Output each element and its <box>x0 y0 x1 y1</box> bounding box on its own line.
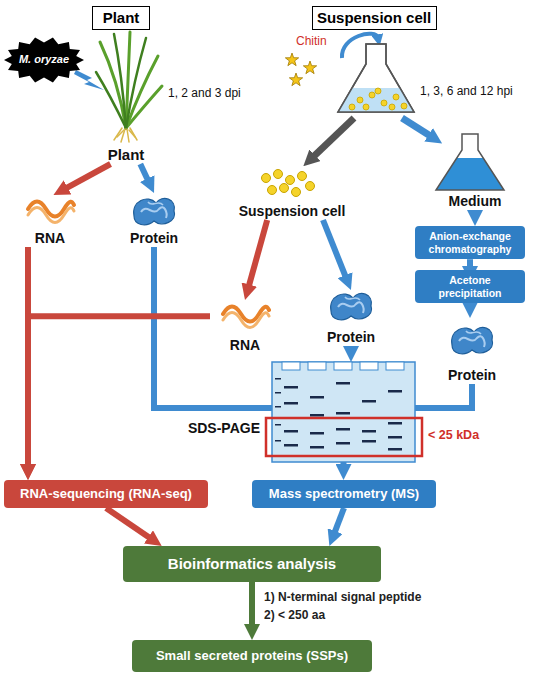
node-text: Mass spectrometry (MS) <box>269 486 419 502</box>
node-text: Protein <box>327 329 375 346</box>
flow-arrow <box>154 247 272 408</box>
time-label: 1, 2 and 3 dpi <box>168 86 241 100</box>
process-box: Mass spectrometry (MS) <box>252 480 436 508</box>
node-text: Acetone precipitation <box>421 274 519 299</box>
process-box: Acetone precipitation <box>415 270 525 303</box>
protein-icon: Protein <box>118 193 190 247</box>
rna-icon: RNA <box>15 195 85 247</box>
flow-arrow <box>28 316 210 468</box>
process-box: RNA-sequencing (RNA-seq) <box>4 480 208 508</box>
node-text: M. oryzae <box>19 53 69 66</box>
node-text: Anion-exchange chromatography <box>421 230 519 255</box>
medium-flask: Medium <box>425 130 525 210</box>
flow-arrow <box>467 259 473 270</box>
flow-arrow <box>472 210 478 214</box>
protein-icon: Protein <box>430 318 514 384</box>
flow-arrow <box>341 462 347 468</box>
plant-illustration: Plant <box>95 34 157 164</box>
node-text: Protein <box>448 367 496 384</box>
process-box: Anion-exchange chromatography <box>415 226 525 259</box>
flow-arrow <box>64 164 111 189</box>
chitin-stars <box>285 53 316 86</box>
flow-arrow <box>334 508 344 535</box>
cell-icon: Suspension cell <box>230 168 354 220</box>
size-label: < 25 kDa <box>428 428 479 443</box>
node-text: SDS-PAGE <box>188 420 260 437</box>
node-text: Suspension cell <box>239 203 346 220</box>
flow-arrow <box>467 303 473 306</box>
culture-flask <box>338 44 414 112</box>
flow-arrow <box>106 508 152 539</box>
rna-icon: RNA <box>210 300 280 354</box>
result-box: Small secreted proteins (SSPs) <box>132 640 372 672</box>
medium-flask <box>436 134 504 190</box>
split-arrow <box>402 118 432 137</box>
node-text: Protein <box>130 230 178 247</box>
node-text: RNA <box>35 230 65 247</box>
node-text: RNA-sequencing (RNA-seq) <box>20 486 192 502</box>
split-arrow <box>312 118 354 158</box>
rice-plant <box>96 32 162 142</box>
size-bracket <box>266 418 422 456</box>
node-text: Suspension cell <box>317 9 431 27</box>
panel-header: Plant <box>92 6 150 30</box>
cell-icon <box>262 170 315 197</box>
time-label: 1, 3, 6 and 12 hpi <box>420 84 513 98</box>
node-text: Medium <box>449 193 502 210</box>
node-text: Plant <box>108 146 145 164</box>
criteria-label: 2) < 250 aa <box>264 608 325 622</box>
flow-arrow <box>323 220 347 279</box>
node-text: Plant <box>103 9 140 27</box>
node-text: RNA <box>230 337 260 354</box>
flow-arrow <box>140 164 149 182</box>
flow-arrow <box>348 346 354 350</box>
elicitor-label: Chitin <box>296 34 327 48</box>
node-text: Bioinformatics analysis <box>168 555 336 573</box>
gel-image: SDS-PAGE <box>272 362 415 462</box>
flow-arrow <box>249 582 255 628</box>
gel-image <box>266 362 422 462</box>
node-text: Small secreted proteins (SSPs) <box>156 648 348 664</box>
protein-icon: Protein <box>315 290 387 346</box>
pathogen-starburst: M. oryzae <box>3 36 85 84</box>
panel-header: Suspension cell <box>312 6 437 30</box>
criteria-label: 1) N-terminal signal peptide <box>264 590 421 604</box>
flow-arrow <box>248 220 267 288</box>
flow-arrow <box>415 384 472 408</box>
process-box: Bioinformatics analysis <box>123 546 381 582</box>
